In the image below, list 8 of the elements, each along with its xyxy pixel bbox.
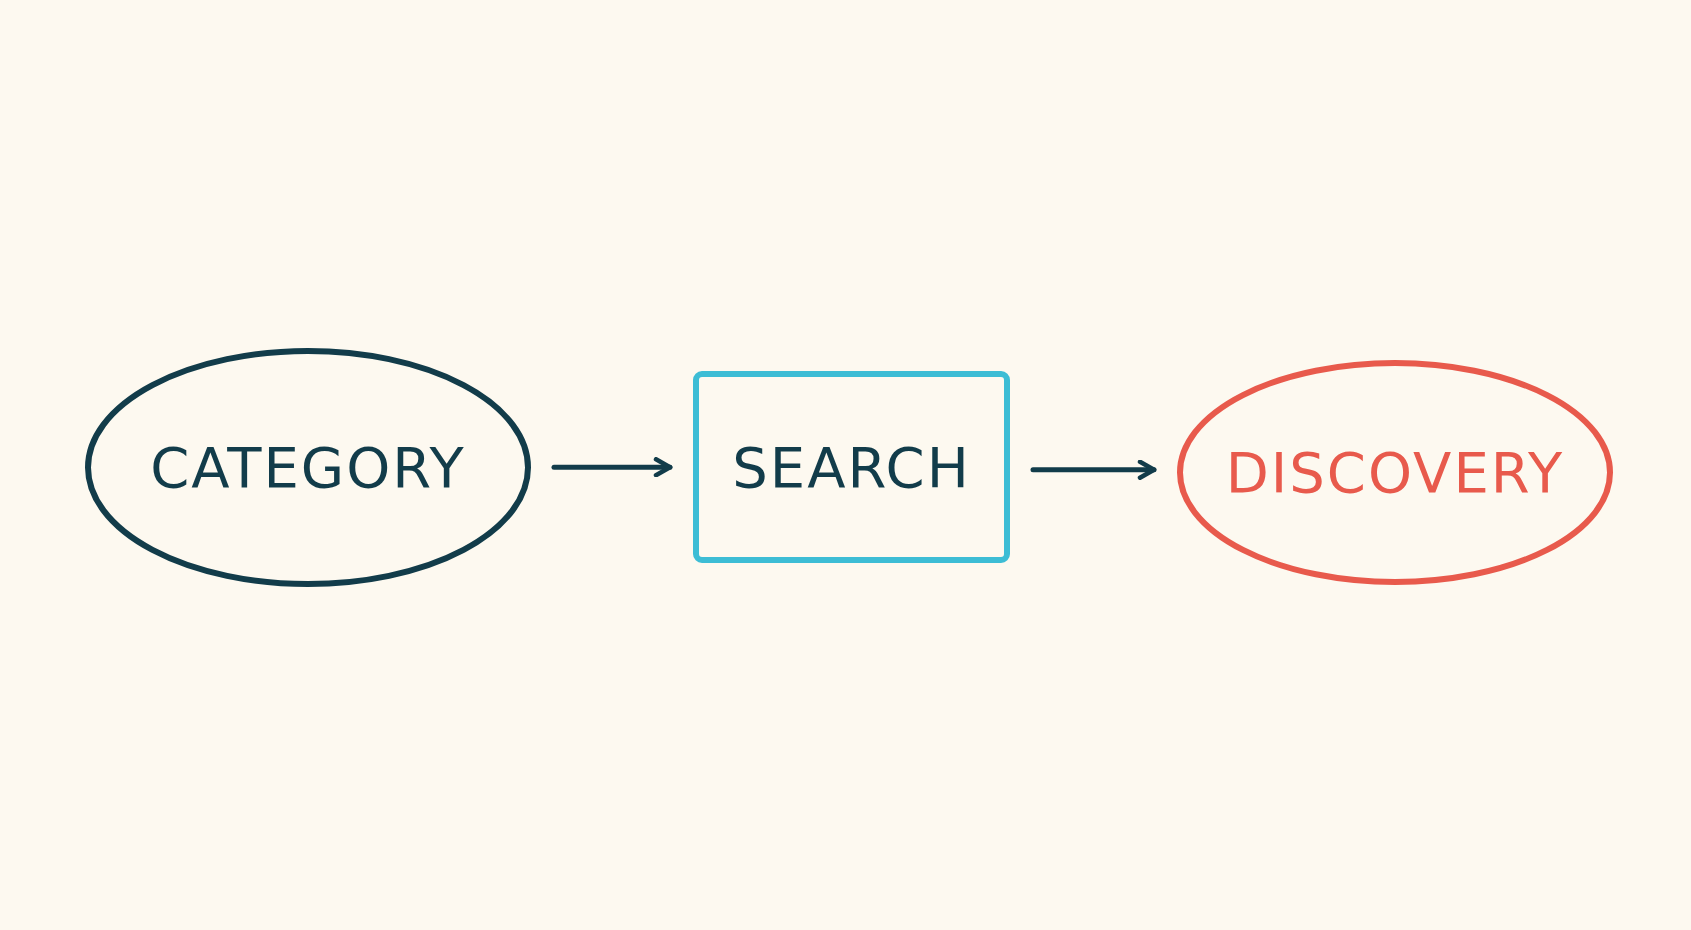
node-label: CATEGORY [150,435,466,500]
arrow [551,457,673,478]
node-label: SEARCH [732,434,971,500]
node-label: DISCOVERY [1225,440,1565,505]
category-ellipse [84,347,532,588]
arrow [1030,459,1157,480]
search-box [692,370,1011,564]
discovery-ellipse [1176,359,1614,586]
